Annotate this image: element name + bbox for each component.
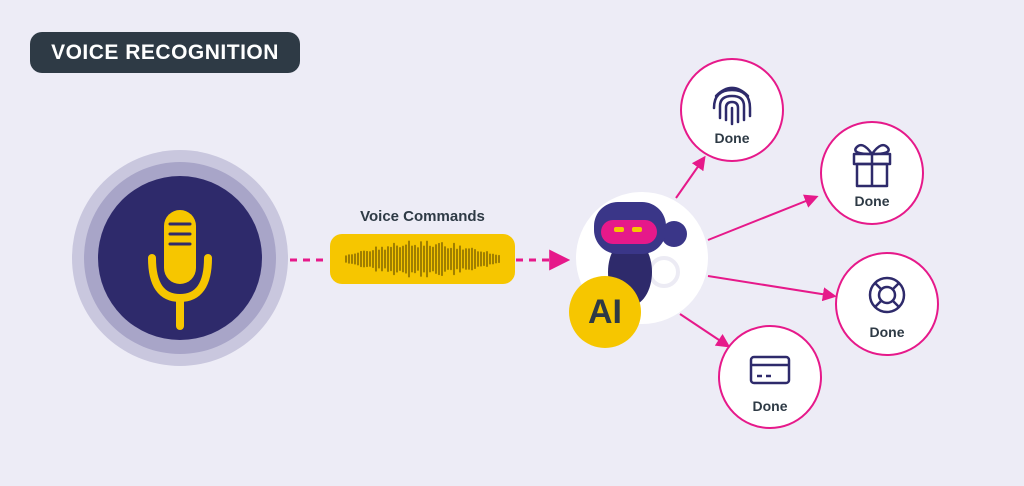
output-fingerprint	[680, 58, 784, 162]
output-card	[718, 325, 822, 429]
credit-card-icon	[749, 355, 791, 385]
output-card-label: Done	[752, 398, 788, 414]
output-gift-label: Done	[854, 193, 890, 209]
arrow-to-lifebuoy	[707, 275, 837, 302]
page-title: VOICE RECOGNITION	[30, 32, 300, 73]
robot-icon	[594, 202, 687, 306]
microphone-node	[72, 150, 288, 366]
output-lifebuoy-label: Done	[869, 324, 905, 340]
gift-icon	[852, 143, 892, 188]
ai-node	[569, 192, 708, 348]
arrow-to-gift	[707, 194, 819, 241]
output-fingerprint-label: Done	[714, 130, 750, 146]
output-gift	[820, 121, 924, 225]
voice-commands-label: Voice Commands	[360, 208, 485, 225]
ai-badge	[569, 276, 641, 348]
arrow-to-card	[679, 313, 731, 348]
fingerprint-icon	[712, 86, 752, 126]
lifebuoy-icon	[868, 276, 906, 314]
output-lifebuoy	[835, 252, 939, 356]
ai-badge-label: AI	[588, 292, 622, 331]
arrow-to-fingerprint	[675, 155, 706, 199]
microphone-icon	[148, 210, 212, 330]
voice-waveform	[330, 234, 515, 284]
